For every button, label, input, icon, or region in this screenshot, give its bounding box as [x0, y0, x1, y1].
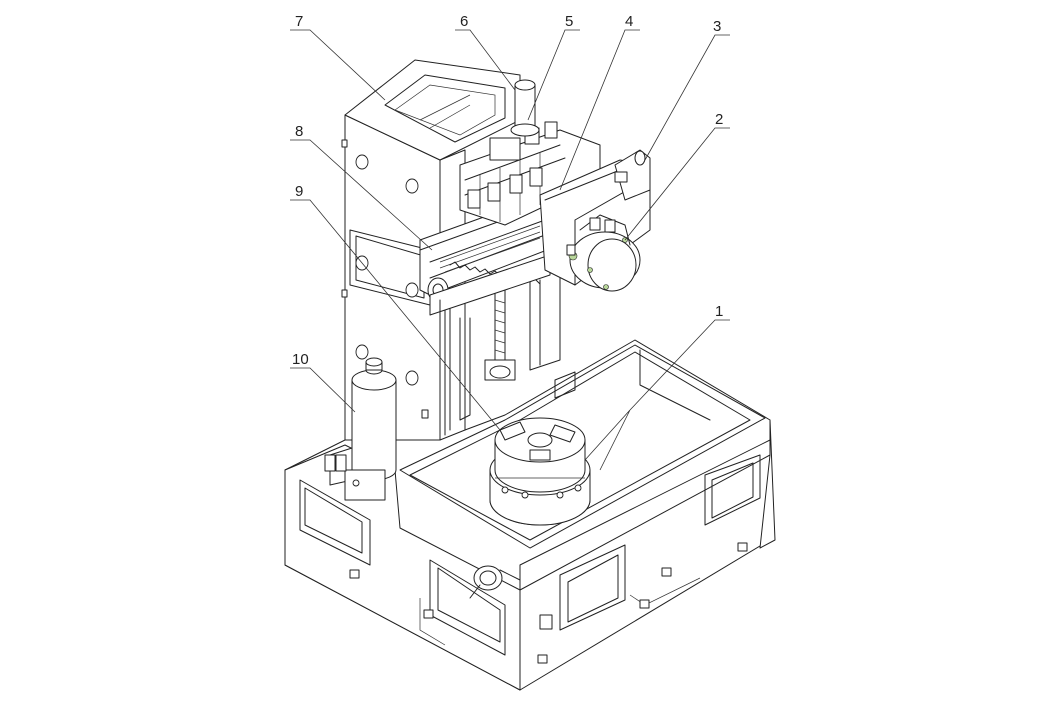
leader-7 [290, 29, 386, 101]
leader-4 [559, 29, 640, 191]
rotary-table [489, 417, 591, 526]
callout-5: 5 [565, 13, 573, 30]
leader-9 [290, 199, 501, 431]
leader-2 [624, 127, 730, 241]
callout-9: 9 [295, 183, 303, 200]
leader-3 [644, 34, 730, 161]
leader-1 [629, 319, 730, 411]
leader-lines [290, 29, 730, 471]
leader-5 [527, 29, 580, 121]
leader-6 [455, 29, 516, 91]
leader-8 [290, 139, 433, 251]
callout-6: 6 [460, 13, 468, 30]
callout-8: 8 [295, 123, 303, 140]
spindle-head [539, 149, 651, 292]
callout-10: 10 [292, 351, 309, 368]
callout-2: 2 [715, 111, 723, 128]
callout-3: 3 [713, 18, 721, 35]
leader-1b [584, 409, 631, 471]
callout-1: 1 [715, 303, 723, 320]
callout-4: 4 [625, 13, 633, 30]
saddle-housing [459, 79, 601, 226]
leader-10 [290, 367, 356, 413]
callout-7: 7 [295, 13, 303, 30]
motor-cylinder [324, 357, 397, 501]
callout-labels: 1 2 3 4 5 6 7 8 9 10 [292, 13, 723, 368]
